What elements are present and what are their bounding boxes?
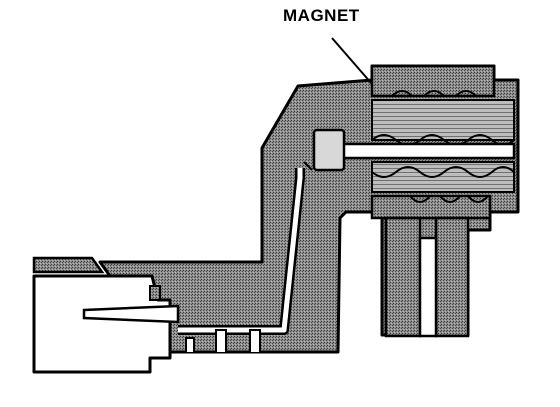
lead-wire-end: [303, 161, 313, 171]
coil-winding-lower: [371, 161, 515, 193]
mounting-base: [370, 194, 492, 220]
lead-wire: [178, 168, 303, 333]
coil-wavy-edge-lower: [371, 166, 515, 178]
connector-latch: [149, 285, 161, 301]
magnet-label: MAGNET: [283, 6, 360, 25]
body-notch-2: [215, 329, 227, 352]
magnet-leader-line: [331, 37, 373, 85]
body-notch-1: [185, 337, 195, 352]
mounting-leg-right: [434, 216, 470, 338]
pole-piece-bore: [316, 142, 516, 160]
coil-winding-upper: [371, 99, 515, 141]
coil-wavy-edge: [371, 134, 515, 146]
pole-piece-tip: [312, 128, 346, 172]
connector-top-tab: [32, 256, 105, 274]
mounting-leg-left: [384, 216, 422, 338]
body-notch-3: [249, 329, 261, 352]
connector-terminal-pin: [82, 304, 180, 324]
connector-shroud: [32, 274, 172, 374]
mounting-slot: [418, 236, 438, 338]
base-bumps: [409, 195, 489, 203]
magnet-bumps: [391, 90, 477, 97]
